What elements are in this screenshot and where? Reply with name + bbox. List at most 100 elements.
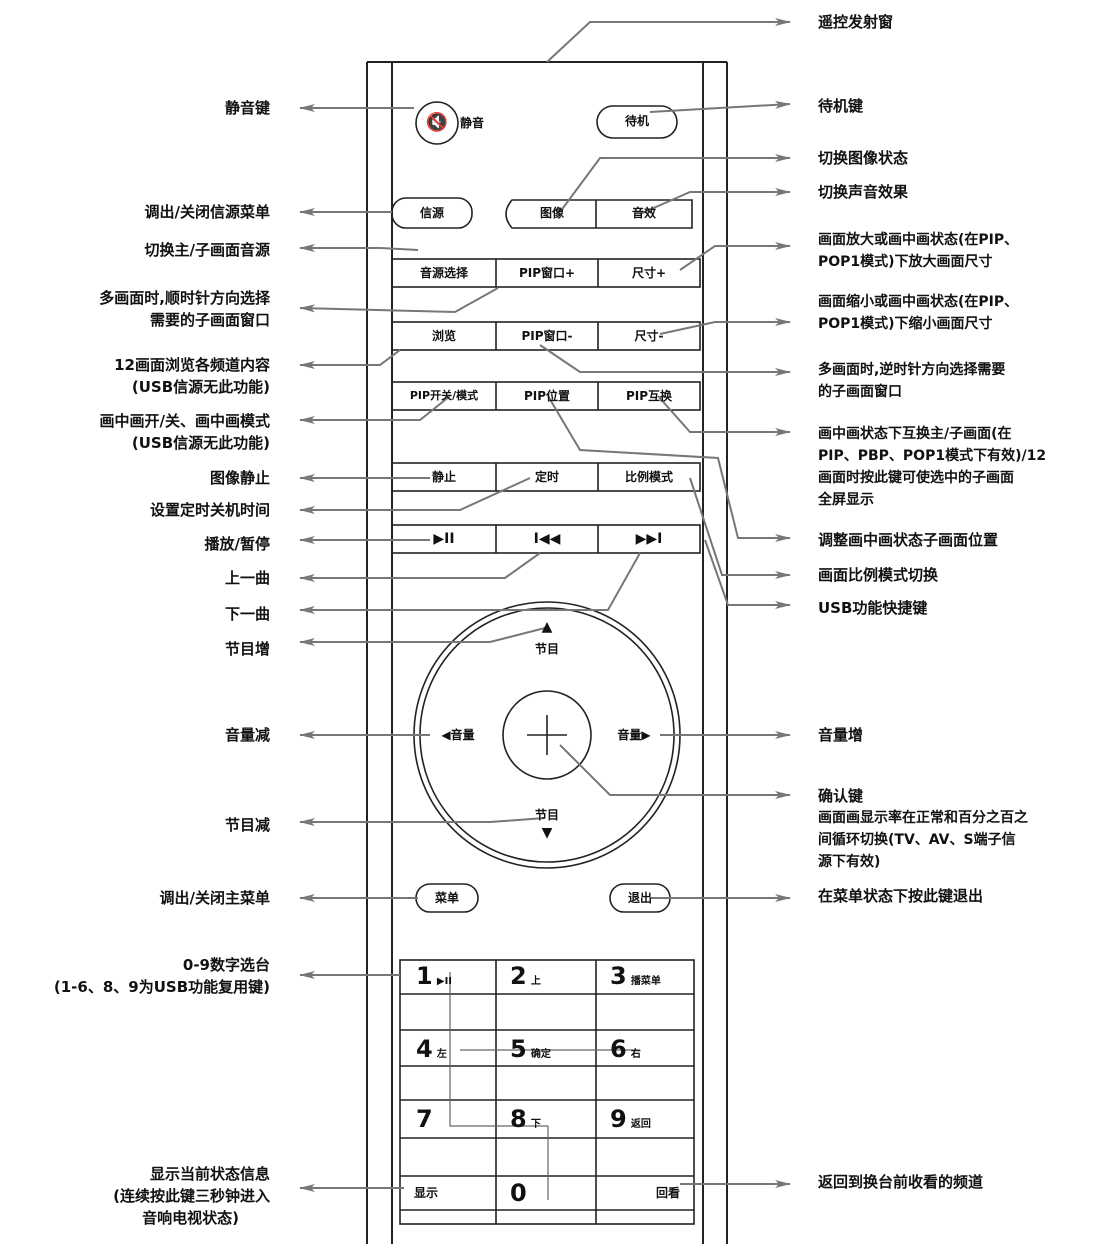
aspect-button[interactable]: 比例模式 [624,470,673,484]
leader-line-right-3 [679,242,791,271]
sound-button[interactable]: 音效 [631,206,656,220]
label-ok-3: 间循环切换(TV、AV、S端子信 [818,832,1016,848]
key-9-number: 9 [610,1105,627,1133]
key-2-sub: 上 [530,976,541,987]
label-zoom-out-2: POP1模式)下缩小画面尺寸 [818,316,993,332]
play-pause-button[interactable]: ▶II [433,531,455,547]
keypad-guide-line-0 [449,972,548,1127]
label-multi-ccw-1: 多画面时,逆时针方向选择需要 [818,362,1006,378]
source-button[interactable]: 信源 [419,206,444,220]
label-multi-ccw-2: 的子画面窗口 [818,384,902,400]
key-9-sub: 返回 [630,1119,651,1130]
label-prev: 上一曲 [224,569,270,587]
ok-button[interactable] [503,691,591,779]
label-ok-1: 确认键 [818,787,864,805]
pip-window-plus-button[interactable]: PIP窗口+ [518,266,576,280]
label-ch-down: 节目减 [224,816,270,834]
key-4-number: 4 [416,1035,433,1063]
picture-button[interactable]: 图像 [539,206,564,220]
return-button[interactable]: 回看 [598,1184,694,1202]
mute-icon[interactable]: 🔇 [425,112,449,133]
key-0[interactable]: 0 [498,1180,594,1206]
label-display-3: 音响电视状态) [142,1209,239,1227]
key-3[interactable]: 3 播菜单 [598,963,694,991]
leader-line-left-10 [299,552,641,614]
label-swap-2: PIP、PBP、POP1模式下有效)/12 [818,448,1047,464]
key-7[interactable]: 7 [402,1106,494,1132]
leader-line-left-3 [299,287,499,314]
label-swap-3: 画面时按此键可使选中的子画面 [818,470,1014,486]
label-timer: 设置定时关机时间 [149,501,270,519]
label-return: 返回到换台前收看的频道 [818,1173,984,1191]
exit-button[interactable]: 退出 [627,891,652,905]
pip-window-minus-button[interactable]: PIP窗口- [521,329,573,343]
label-standby: 待机键 [818,97,864,115]
browse-button[interactable]: 浏览 [431,329,456,343]
key-8-sub: 下 [530,1119,541,1130]
label-freeze: 图像静止 [209,469,270,487]
label-browse12-1: 12画面浏览各频道内容 [114,356,270,374]
leader-line-right-9 [704,539,791,609]
key-9[interactable]: 9 返回 [598,1106,694,1134]
label-browse12-2: (USB信源无此功能) [131,378,270,396]
leader-line-right-1 [559,154,791,213]
leader-line-left-11 [299,627,546,646]
label-ir: 遥控发射窗 [818,13,894,31]
key-2[interactable]: 2 上 [498,963,594,991]
audio-select-button[interactable]: 音源选择 [419,266,468,280]
next-track-button[interactable]: ▶▶I [635,531,663,547]
label-source-menu: 调出/关闭信源菜单 [144,203,270,221]
leader-line-left-4 [299,349,401,369]
size-minus-button[interactable]: 尺寸- [634,329,664,343]
key-6-sub: 右 [630,1049,641,1060]
label-usb-shortcut: USB功能快捷键 [818,599,928,617]
label-swap-1: 画中画状态下互换主/子画面(在 [818,426,1012,442]
key-1-number: 1 [416,962,433,990]
menu-button[interactable]: 菜单 [434,891,459,905]
label-pip-mode-2: (USB信源无此功能) [131,434,270,452]
label-ch-up: 节目增 [224,640,270,658]
key-6-number: 6 [610,1035,627,1063]
label-sound: 切换声音效果 [818,183,909,201]
pip-position-button[interactable]: PIP位置 [523,389,571,403]
label-next: 下一曲 [224,605,270,623]
key-5-sub: 确定 [530,1049,551,1060]
key-1[interactable]: 1 ▶II [402,963,494,991]
freeze-button[interactable]: 静止 [431,470,456,484]
leader-line-left-13 [299,817,546,826]
mute-key-label: 静音 [460,116,485,130]
label-aspect: 画面比例模式切换 [818,566,939,584]
display-button[interactable]: 显示 [402,1184,494,1202]
channel-up-button[interactable]: 节目 [534,642,559,656]
key-6[interactable]: 6 右 [598,1036,694,1064]
return-button-label: 回看 [655,1186,680,1200]
leader-line-left-2 [299,244,419,252]
label-zoom-in-2: POP1模式)下放大画面尺寸 [818,254,993,270]
display-button-label: 显示 [414,1186,439,1200]
channel-down-button[interactable]: 节目 [534,808,559,822]
leader-line-left-5 [299,395,451,424]
label-zoom-out-1: 画面缩小或画中画状态(在PIP、 [818,294,1019,310]
label-exit: 在菜单状态下按此键退出 [818,887,984,905]
label-display-2: (连续按此键三秒钟进入 [113,1187,270,1205]
standby-button[interactable]: 待机 [624,114,649,128]
key-4[interactable]: 4 左 [402,1036,494,1064]
label-main-sub-source: 切换主/子画面音源 [144,241,270,259]
key-1-sub: ▶II [436,976,453,987]
timer-button[interactable]: 定时 [534,470,559,484]
key-3-sub: 播菜单 [630,976,661,987]
channel-up-icon[interactable]: ▲ [541,619,553,635]
size-plus-button[interactable]: 尺寸+ [631,266,667,280]
label-ok-2: 画面画显示率在正常和百分之百之 [818,810,1028,826]
channel-down-icon[interactable]: ▼ [541,825,553,841]
key-8[interactable]: 8 下 [498,1106,594,1134]
volume-down-button[interactable]: ◀音量 [441,728,475,742]
label-main-menu: 调出/关闭主菜单 [159,889,270,907]
pip-swap-button[interactable]: PIP互换 [625,389,673,403]
prev-track-button[interactable]: I◀◀ [533,531,561,547]
volume-up-button[interactable]: 音量▶ [617,728,651,742]
label-vol-up: 音量增 [818,726,864,744]
pip-mode-button[interactable]: PIP开关/模式 [409,389,479,402]
key-5[interactable]: 5 确定 [498,1036,594,1064]
